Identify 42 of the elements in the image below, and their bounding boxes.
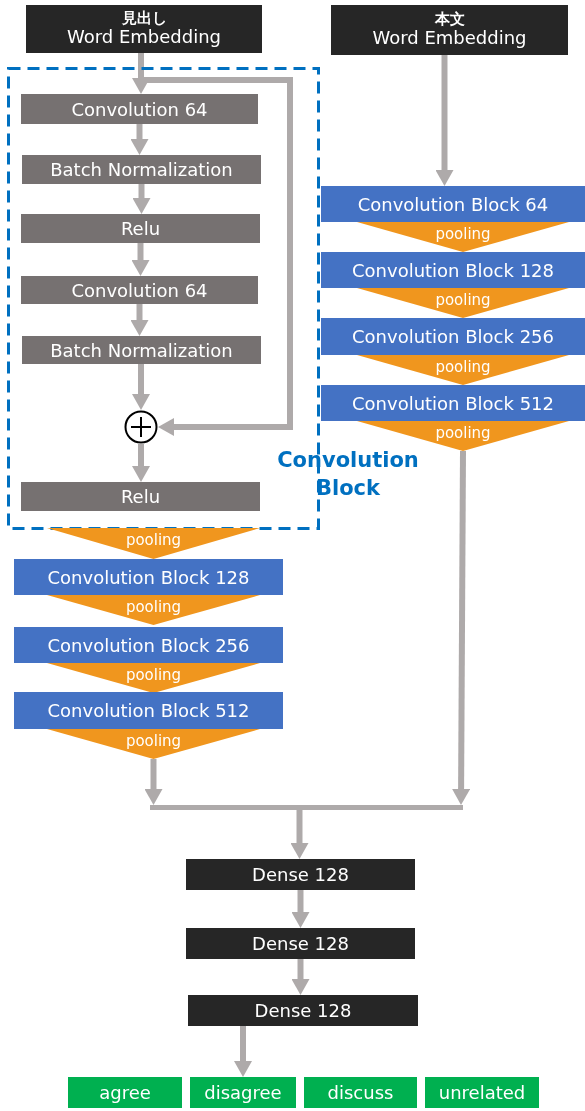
arrow	[132, 444, 150, 482]
block-box: Convolution Block 128	[14, 559, 283, 595]
block-box: Convolution Block 256	[14, 627, 283, 663]
output-box: agree	[68, 1077, 182, 1108]
arrow	[138, 53, 293, 436]
arrow	[234, 1026, 252, 1077]
box-label: Word Embedding	[66, 27, 222, 48]
arrow	[130, 124, 149, 155]
dense-box: Dense 128	[186, 928, 415, 959]
output-box: disagree	[190, 1077, 296, 1108]
block-box: Convolution Block 512	[14, 692, 283, 729]
box-label: Word Embedding	[372, 28, 527, 49]
arrow	[130, 304, 149, 336]
output-box: discuss	[304, 1077, 417, 1108]
merge-bar	[150, 805, 463, 810]
input-box	[331, 5, 568, 55]
dense-box: Dense 128	[188, 995, 418, 1026]
layer-box: Convolution 64	[21, 94, 258, 124]
arrow	[435, 55, 454, 186]
heading-label: 見出し	[121, 10, 167, 28]
arrow	[131, 243, 150, 276]
layer-box: Batch Normalization	[22, 155, 261, 184]
sum-symbol	[124, 410, 158, 444]
block-box: Convolution Block 64	[321, 186, 585, 222]
dense-box: Dense 128	[186, 859, 415, 890]
block-box: Convolution Block 512	[321, 385, 585, 421]
arrow	[144, 759, 163, 805]
block-box: Convolution Block 128	[321, 252, 585, 288]
layer-box: Batch Normalization	[22, 336, 261, 364]
arrow	[291, 959, 310, 995]
heading-label: 本文	[434, 11, 465, 29]
arrow	[290, 810, 309, 859]
arrow	[452, 451, 471, 805]
arrow	[291, 890, 310, 928]
layer-box: Relu	[21, 214, 260, 243]
arrow	[132, 364, 150, 410]
output-box: unrelated	[425, 1077, 539, 1108]
layer-box: Convolution 64	[21, 276, 258, 304]
input-box	[26, 5, 262, 53]
arrow	[132, 184, 151, 214]
layer-box: Relu	[21, 482, 260, 511]
block-box: Convolution Block 256	[321, 318, 585, 355]
